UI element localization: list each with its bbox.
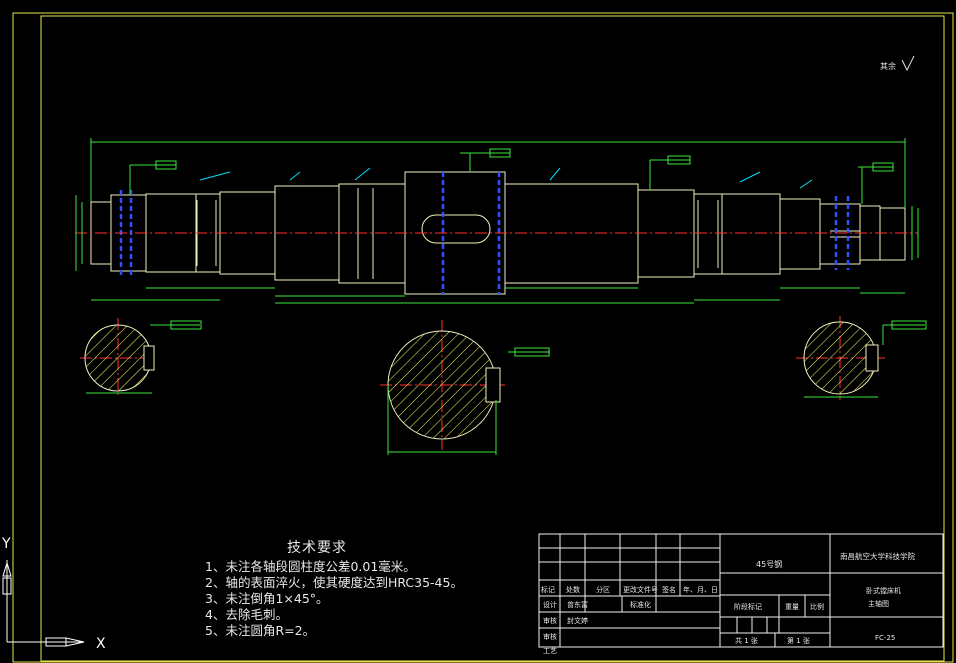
requirement-item-3: 3、未注倒角1×45°。 (205, 591, 329, 606)
stage-label: 阶段标记 (734, 602, 762, 611)
roughness-note: 其余 (880, 61, 896, 71)
ucs-x-label: X (96, 636, 106, 652)
standard-label: 标准化 (630, 600, 651, 609)
weight-label: 重量 (785, 603, 799, 611)
review-label: 审核 (543, 616, 557, 625)
annotation-leaders (199, 167, 813, 189)
dimension-lines (75, 138, 927, 455)
drawing-frame (12, 12, 954, 663)
section-view-right (803, 321, 879, 395)
requirement-item-5: 5、未注圆角R=2。 (205, 623, 316, 638)
section-view-left (84, 324, 155, 392)
process-label: 工艺 (543, 647, 557, 655)
row-label-change-doc: 更改文件号 (623, 585, 658, 594)
audit-label: 审核 (543, 632, 557, 641)
section-view-middle (387, 330, 501, 440)
ucs-y-label: Y (1, 536, 11, 552)
material-label: 45号钢 (756, 559, 782, 569)
part-name-line1: 卧式镗床机 (866, 586, 901, 595)
requirement-item-1: 1、未注各轴段圆柱度公差0.01毫米。 (205, 559, 416, 574)
design-label: 设计 (543, 600, 557, 609)
ucs-icon[interactable] (2, 560, 85, 647)
technical-requirements-title: 技术要求 (287, 540, 347, 556)
requirement-item-4: 4、去除毛刺。 (205, 607, 288, 622)
technical-requirements: 技术要求 1、未注各轴段圆柱度公差0.01毫米。 2、轴的表面淬火，使其硬度达到… (205, 540, 463, 639)
designer-name: 曾东富 (567, 600, 588, 609)
sheet-number: 第 1 张 (787, 636, 810, 645)
row-label-zone: 分区 (596, 585, 610, 594)
drawing-number: FC-25 (875, 634, 895, 642)
roughness-symbol: 其余 (880, 55, 915, 72)
reviewer-name: 封文婷 (567, 616, 588, 625)
part-name-line2: 主轴图 (868, 599, 889, 608)
row-label-date: 年、月、日 (683, 585, 718, 594)
row-label-signature: 签名 (662, 585, 676, 594)
school-name: 南昌航空大学科技学院 (840, 551, 915, 561)
requirement-item-2: 2、轴的表面淬火，使其硬度达到HRC35-45。 (205, 575, 463, 590)
title-block-grid (538, 533, 944, 648)
sheet-total: 共 1 张 (735, 636, 758, 645)
scale-label: 比例 (810, 602, 824, 611)
row-label-mark: 标记 (541, 585, 555, 594)
row-label-count: 处数 (566, 585, 580, 594)
